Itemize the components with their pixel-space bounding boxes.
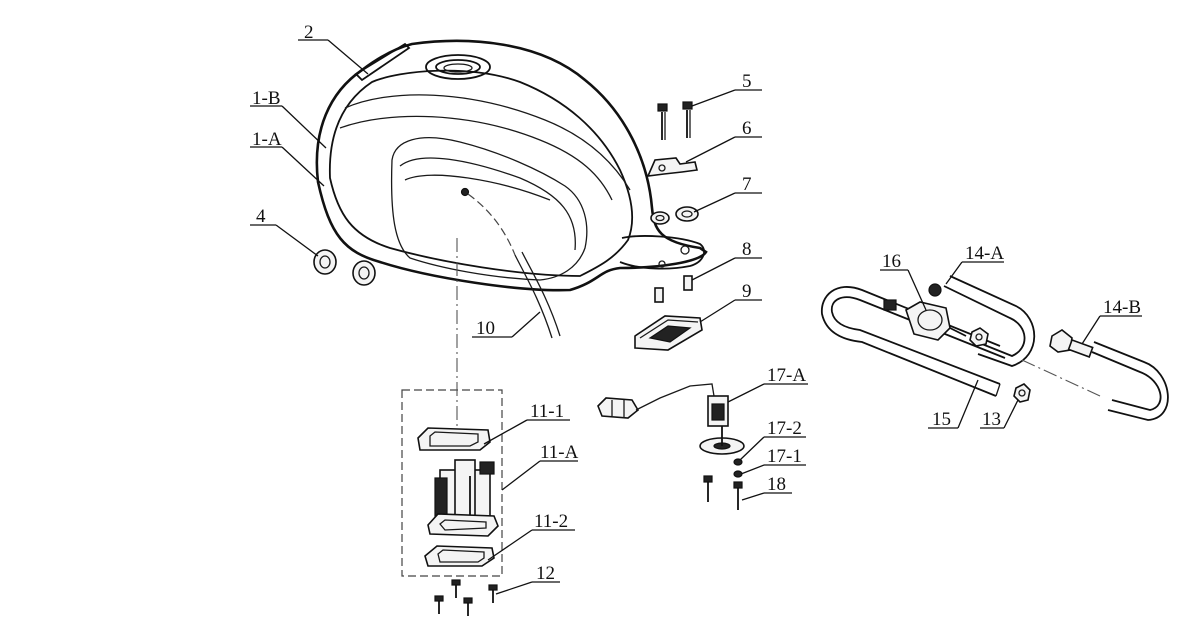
callout-12: 12: [536, 563, 555, 584]
mounting-hardware: [634, 101, 703, 351]
vent-hose: [467, 193, 561, 339]
leader-lines: [250, 39, 1142, 595]
fuel-filter-hoses: [821, 275, 1169, 421]
callout-11-a: 11-A: [540, 442, 579, 463]
callout-11-1: 11-1: [530, 401, 564, 422]
rubber-cushions: [313, 249, 376, 286]
callout-17-2: 17-2: [767, 418, 802, 439]
fuel-level-sender: [597, 383, 745, 510]
callout-14-a: 14-A: [965, 243, 1004, 264]
pump-screws: [434, 579, 498, 616]
callout-2: 2: [304, 22, 314, 43]
callout-4: 4: [256, 206, 266, 227]
callout-17-1: 17-1: [767, 446, 802, 467]
callout-7: 7: [742, 174, 752, 195]
callout-1-b: 1-B: [252, 88, 281, 109]
callout-16: 16: [882, 251, 901, 272]
callout-14-b: 14-B: [1103, 297, 1141, 318]
callout-9: 9: [742, 281, 752, 302]
callout-5: 5: [742, 71, 752, 92]
callout-10: 10: [476, 318, 495, 339]
callout-17-a: 17-A: [767, 365, 806, 386]
callout-labels: 2 1-B 1-A 4 5 6 7 8 9 10 11-1 11-A 11-2 …: [252, 22, 1141, 584]
callout-1-a: 1-A: [252, 129, 282, 150]
fuel-pump-assembly: [401, 238, 503, 577]
callout-11-2: 11-2: [534, 511, 568, 532]
callout-18: 18: [767, 474, 786, 495]
callout-15: 15: [932, 409, 951, 430]
callout-13: 13: [982, 409, 1001, 430]
fuel-tank: [315, 39, 708, 292]
callout-8: 8: [742, 239, 752, 260]
callout-6: 6: [742, 118, 752, 139]
